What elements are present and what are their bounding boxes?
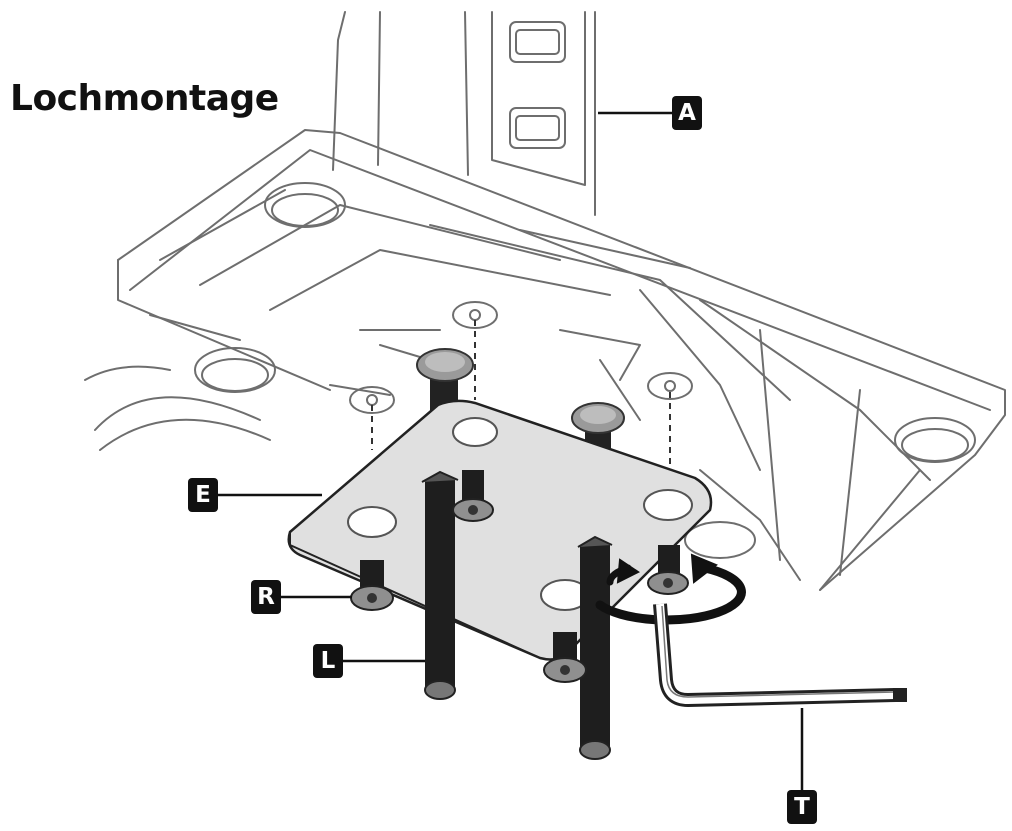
slot-lower xyxy=(509,107,566,149)
rotation-arrow-icon xyxy=(595,553,746,625)
hex-key-tool xyxy=(653,603,907,707)
callout-l: L xyxy=(313,644,343,678)
callout-r: R xyxy=(251,580,281,614)
foot-left xyxy=(194,347,276,393)
foot-front xyxy=(684,521,756,559)
rubber-feet xyxy=(194,182,976,559)
socket-screws xyxy=(350,470,689,683)
callout-a: A xyxy=(672,96,702,130)
threaded-rods xyxy=(421,470,613,760)
slot-upper xyxy=(509,21,566,63)
frame-holes xyxy=(349,301,693,414)
callout-t: T xyxy=(787,790,817,824)
foot-top-left xyxy=(264,182,346,228)
callout-e: E xyxy=(188,478,218,512)
leader-lines xyxy=(218,111,804,790)
foot-right xyxy=(894,417,976,463)
column-upright xyxy=(332,11,596,216)
diagram-title: Lochmontage xyxy=(10,78,279,119)
